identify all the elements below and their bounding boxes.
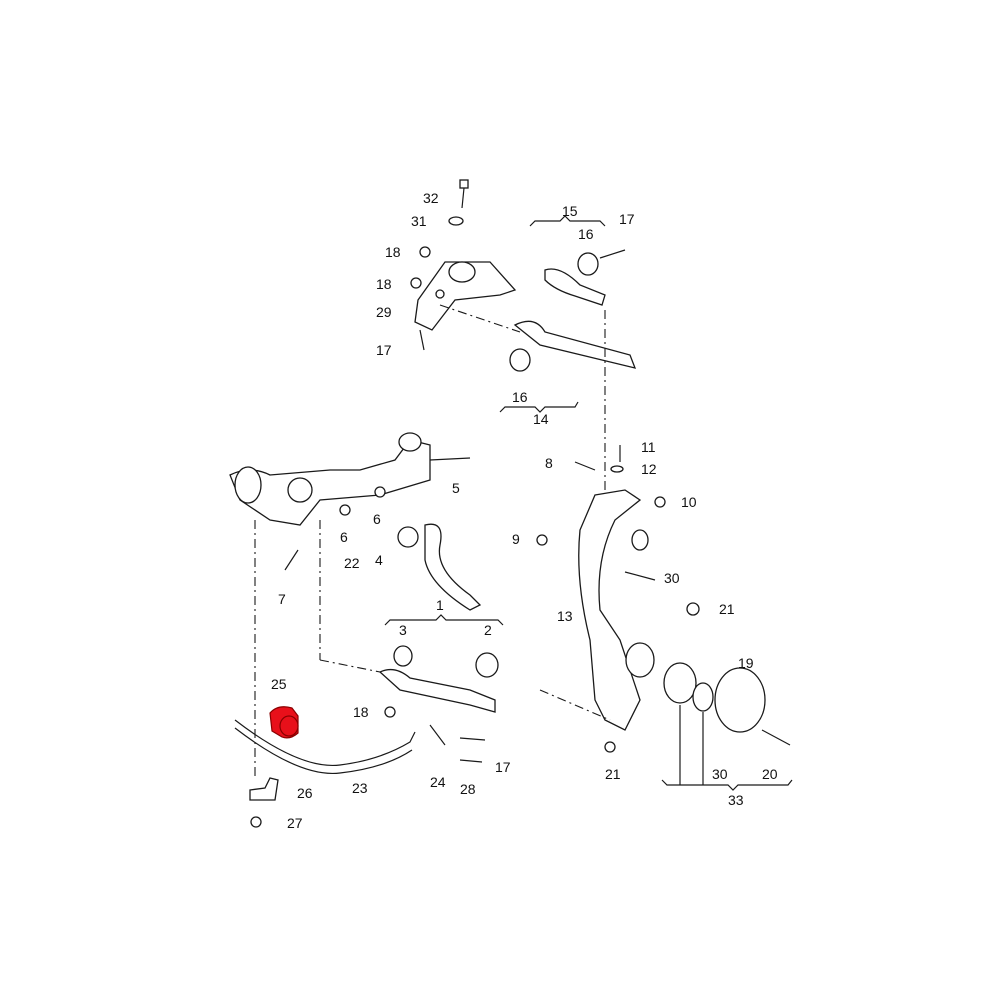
callout-30: 30: [664, 570, 680, 586]
callout-24: 24: [430, 774, 446, 790]
bracket-26: [249, 777, 279, 801]
bolt-32: [459, 179, 469, 209]
callout-18: 18: [376, 276, 392, 292]
nut-21b: [604, 741, 616, 753]
bushing-16b: [509, 348, 531, 372]
nut-18a: [419, 246, 431, 258]
bushing-4: [397, 526, 419, 548]
callout-11: 11: [641, 439, 656, 455]
subframe-mount: [234, 466, 262, 504]
bushing-2: [475, 652, 499, 678]
upper-arm-15: [544, 268, 606, 306]
circlip-30: [692, 682, 714, 712]
callout-28: 28: [460, 781, 476, 797]
callout-16: 16: [512, 389, 528, 405]
bracket-33: [661, 779, 793, 791]
callout-23: 23: [352, 780, 368, 796]
callout-2: 2: [484, 622, 492, 638]
callout-26: 26: [297, 785, 313, 801]
callout-33: 33: [728, 792, 744, 808]
nut-18c: [384, 706, 396, 718]
bolt-30a: [624, 571, 656, 581]
callout-29: 29: [376, 304, 392, 320]
callout-9: 9: [512, 531, 520, 547]
nut-10: [654, 496, 666, 508]
callout-5: 5: [452, 480, 460, 496]
wheel-hub-19: [714, 667, 766, 733]
callout-8: 8: [545, 455, 553, 471]
bolt-17a: [599, 249, 626, 259]
nut-27: [250, 816, 262, 828]
ball-joint: [631, 529, 649, 551]
callout-7: 7: [278, 591, 286, 607]
bushing-3: [393, 645, 413, 667]
stabilizer-bar: [234, 719, 416, 767]
washer-12: [610, 465, 624, 473]
lower-arm-22: [424, 523, 482, 611]
bolt-17b: [419, 329, 425, 351]
link-24: [429, 724, 446, 746]
callout-10: 10: [681, 494, 697, 510]
callout-13: 13: [557, 608, 573, 624]
bolt-5: [429, 457, 471, 461]
callout-21: 21: [719, 601, 735, 617]
steering-knuckle: [578, 489, 642, 731]
callout-6: 6: [373, 511, 381, 527]
bolt-20: [761, 729, 791, 746]
callout-17: 17: [495, 759, 511, 775]
upper-arm-14: [513, 320, 637, 369]
callout-17: 17: [619, 211, 635, 227]
stabilizer-bushing-25[interactable]: [269, 706, 299, 739]
callout-6: 6: [340, 529, 348, 545]
callout-12: 12: [641, 461, 657, 477]
callout-21: 21: [605, 766, 621, 782]
callout-27: 27: [287, 815, 303, 831]
callout-18: 18: [385, 244, 401, 260]
callout-14: 14: [533, 411, 549, 427]
callout-20: 20: [762, 766, 778, 782]
nut-6a: [339, 504, 351, 516]
nut-18b: [410, 277, 422, 289]
bolt-7: [284, 549, 299, 571]
upper-mount-plate: [414, 261, 517, 331]
callout-22: 22: [344, 555, 360, 571]
bushing-16a: [577, 252, 599, 276]
callout-1: 1: [436, 597, 444, 613]
callout-3: 3: [399, 622, 407, 638]
callout-16: 16: [578, 226, 594, 242]
nut-6b: [374, 486, 386, 498]
callout-31: 31: [411, 213, 427, 229]
callout-4: 4: [375, 552, 383, 568]
wheel-bearing: [663, 662, 697, 704]
callout-17: 17: [376, 342, 392, 358]
nut-21a: [686, 602, 700, 616]
nut-9: [536, 534, 548, 546]
bolt-28: [459, 759, 483, 763]
washer-31: [448, 216, 464, 226]
callout-15: 15: [562, 203, 578, 219]
bolt-8: [574, 461, 596, 471]
callout-18: 18: [353, 704, 369, 720]
callout-25[interactable]: 25: [271, 676, 287, 692]
callout-30: 30: [712, 766, 728, 782]
callout-19: 19: [738, 655, 754, 671]
bolt-17c: [459, 737, 486, 741]
callout-32: 32: [423, 190, 439, 206]
lower-arm-1: [378, 668, 496, 713]
